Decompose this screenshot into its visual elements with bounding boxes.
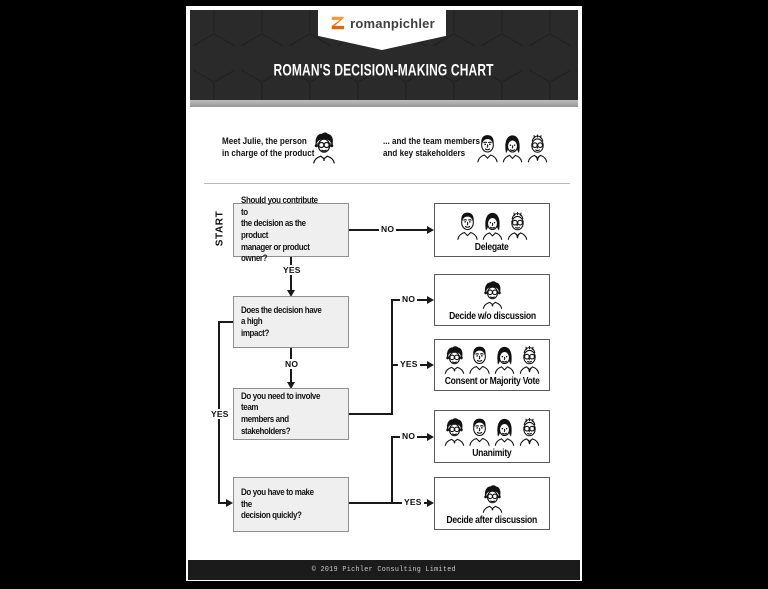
connector-quickly-decide-after [349, 502, 428, 504]
decision-text: Do you need to involve team members and … [241, 390, 321, 437]
face-man-glasses-icon [519, 417, 540, 446]
connector-involve-branch [349, 413, 393, 415]
logo-row: romanpichler [329, 15, 435, 31]
face-julie-icon [482, 484, 502, 513]
outcome-label: Delegate [475, 242, 509, 253]
edge-label-no: NO [400, 294, 418, 304]
decision-involve-box: Do you need to involve team members and … [233, 388, 349, 440]
outcome-consent-majority-box: Consent or Majority Vote [434, 339, 550, 391]
arrowhead [427, 361, 434, 369]
footer-bar: © 2019 Pichler Consulting Limited [188, 560, 580, 580]
intro-left-caption: Meet Julie, the person in charge of the … [222, 136, 315, 159]
arrowhead [427, 226, 434, 234]
decision-text: Should you contribute to the decision as… [241, 195, 318, 265]
outcome-faces [455, 206, 530, 242]
outcome-decide-after-discussion-box: Decide after discussion [434, 477, 550, 530]
team-faces-group [475, 132, 550, 165]
copyright-text: © 2019 Pichler Consulting Limited [311, 566, 457, 574]
arrowhead [287, 382, 295, 389]
connector-impact-quickly [218, 321, 234, 323]
edge-label-yes: YES [398, 359, 420, 369]
edge-label-no: NO [283, 359, 301, 369]
connector-quickly-branch [391, 436, 393, 503]
edge-label-no: NO [379, 224, 397, 234]
arrowhead [287, 290, 295, 297]
face-man-glasses-icon [527, 134, 548, 163]
decision-text: Do you have to make the decision quickly… [241, 487, 314, 522]
outcome-faces [442, 413, 542, 448]
arrowhead [427, 296, 434, 304]
outcome-faces [480, 277, 505, 311]
outcome-label: Decide w/o discussion [448, 311, 536, 322]
decision-contribute-box: Should you contribute to the decision as… [233, 195, 349, 264]
face-woman-icon [482, 212, 502, 240]
page-title: ROMAN'S DECISION-MAKING CHART [273, 61, 495, 80]
romanpichler-ribbon-icon [331, 16, 345, 30]
face-man-icon [456, 212, 478, 240]
decision-text: Does the decision have a high impact? [241, 304, 322, 339]
face-man-glasses-icon [519, 345, 540, 374]
section-divider [204, 183, 570, 184]
decision-impact-box: Does the decision have a high impact? [233, 296, 349, 348]
header-shadow-strip [190, 100, 578, 107]
face-man-icon [469, 346, 490, 374]
start-label: START [214, 210, 226, 247]
face-julie-icon [313, 131, 335, 164]
face-man-glasses-icon [507, 211, 527, 240]
edge-label-yes: YES [281, 265, 303, 275]
outcome-faces [442, 342, 542, 376]
edge-label-yes: YES [402, 497, 424, 507]
arrowhead [226, 499, 233, 507]
edge-label-no: NO [400, 431, 418, 441]
connector-involve-branch [391, 299, 393, 415]
outcome-faces [480, 480, 505, 515]
face-julie-icon [444, 345, 465, 374]
decision-quickly-box: Do you have to make the decision quickly… [233, 477, 349, 532]
outcome-label: Unanimity [472, 448, 512, 459]
connector-impact-quickly [218, 502, 227, 504]
outcome-unanimity-box: Unanimity [434, 410, 550, 463]
face-woman-icon [494, 418, 515, 446]
outcome-label: Decide after discussion [446, 515, 538, 526]
edge-label-yes: YES [209, 409, 231, 419]
face-woman-icon [502, 134, 523, 163]
intro-right-caption: ... and the team members and key stakeho… [383, 136, 480, 159]
arrowhead [427, 499, 434, 507]
logo-text: romanpichler [350, 15, 435, 31]
outcome-delegate-box: Delegate [434, 203, 550, 257]
infographic-page: ROMAN'S DECISION-MAKING CHART romanpichl… [186, 6, 582, 581]
face-man-icon [477, 134, 498, 163]
arrowhead [427, 433, 434, 441]
face-woman-icon [494, 346, 515, 374]
face-julie-icon [444, 417, 465, 446]
outcome-decide-wo-discussion-box: Decide w/o discussion [434, 274, 550, 326]
face-julie-icon [482, 280, 502, 309]
outcome-label: Consent or Majority Vote [444, 376, 540, 387]
face-man-icon [469, 418, 490, 446]
